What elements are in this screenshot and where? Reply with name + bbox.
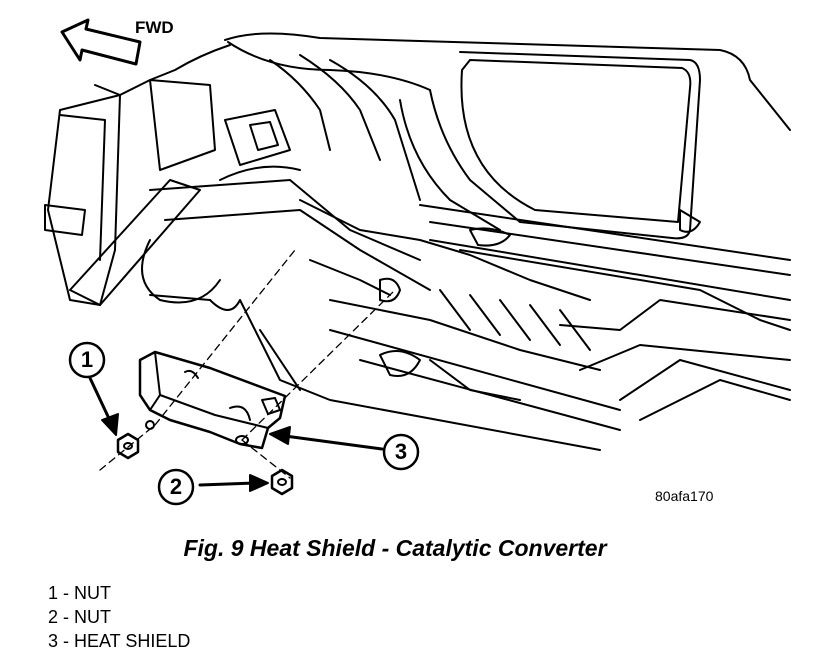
heat-shield [138, 350, 287, 450]
callout-number-2: 2 [169, 474, 183, 499]
legend-item-nut-1: 1 - NUT [48, 583, 111, 603]
figure-caption: Fig. 9 Heat Shield - Catalytic Converter [183, 535, 607, 561]
callout-2 [157, 468, 269, 506]
vehicle-underbody-drawing [44, 18, 791, 506]
nut-2 [270, 468, 294, 496]
callout-1 [68, 341, 119, 436]
assembly-lines [99, 249, 396, 479]
forward-arrow-icon [60, 18, 142, 66]
forward-direction-label: FWD [135, 18, 174, 37]
legend-item-heat-shield: 3 - HEAT SHIELD [48, 631, 191, 651]
figure-id: 80afa170 [655, 488, 714, 504]
callout-number-1: 1 [80, 347, 94, 372]
vehicle-body [44, 32, 791, 451]
callout-3 [269, 426, 420, 471]
parts-legend: 1 - NUT 2 - NUT 3 - HEAT SHIELD [48, 581, 190, 653]
legend-item-nut-2: 2 - NUT [48, 607, 111, 627]
callout-number-3: 3 [394, 439, 408, 464]
nut-1 [116, 432, 140, 460]
